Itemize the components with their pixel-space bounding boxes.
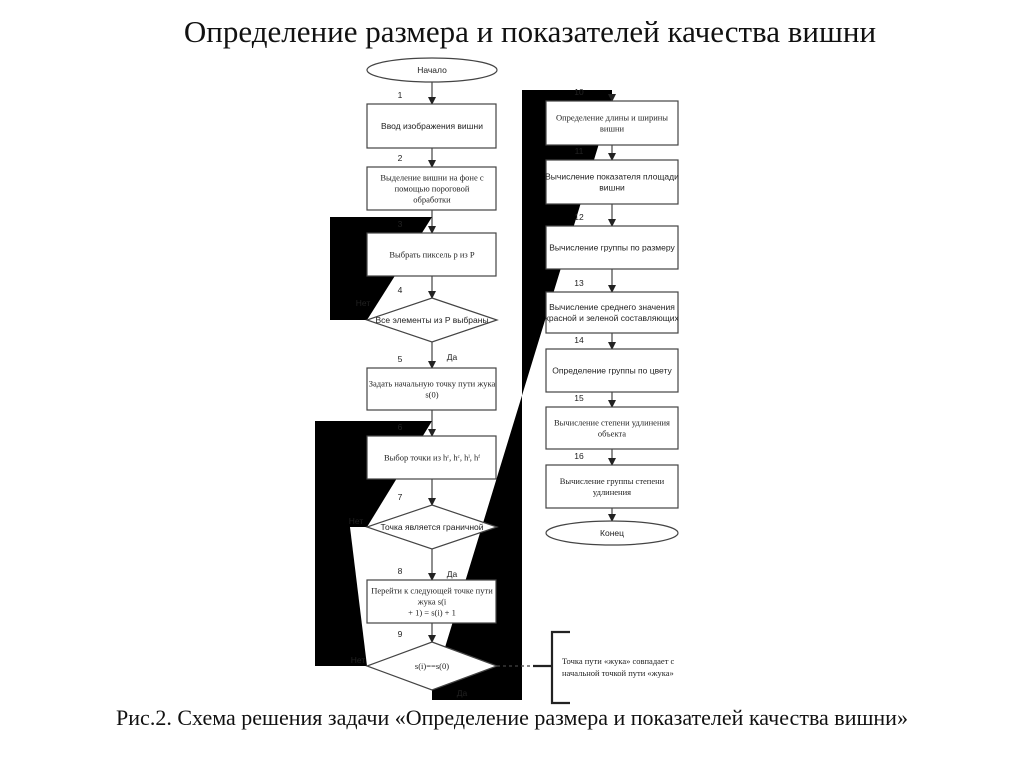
process-box-text: Вычисление среднего значения (549, 302, 675, 312)
connector-line (315, 421, 367, 666)
process-box-6 (366, 435, 497, 480)
annotation-text: Точка пути «жука» совпадает с (562, 656, 675, 666)
annotation-bracket (550, 630, 570, 705)
no-label: Нет (349, 516, 364, 526)
process-box-text: s(0) (425, 390, 438, 400)
step-number: 4 (398, 285, 403, 295)
process-box-16 (545, 464, 679, 509)
decision-diamond-7 (365, 504, 499, 550)
step-number: 1 (398, 90, 403, 100)
process-box-text: красной и зеленой составляющих (545, 313, 679, 323)
step-number: 7 (398, 492, 403, 502)
process-box-15 (545, 406, 679, 450)
process-box-text: вишни (599, 183, 625, 193)
step-number: 11 (575, 146, 584, 156)
decision-diamond-9 (365, 641, 499, 691)
process-box-text: Задать начальную точку пути жука (369, 379, 496, 389)
no-label: Нет (351, 655, 366, 665)
process-box-text: Определение группы по цвету (552, 366, 672, 376)
step-number: 3 (398, 219, 403, 229)
yes-label: Да (447, 352, 458, 362)
step-number: 13 (574, 278, 584, 288)
step-number: 5 (398, 354, 403, 364)
step-number: 12 (574, 212, 584, 222)
process-box-3 (366, 232, 497, 277)
start-label: Начало (417, 65, 447, 75)
decision-text: s(i)==s(0) (415, 661, 449, 671)
annotation-text: начальной точкой пути «жука» (562, 668, 674, 678)
yes-label: Да (447, 569, 458, 579)
process-box-text: обработки (413, 195, 451, 205)
process-box-5 (366, 367, 497, 411)
process-box-text: помощью пороговой (395, 184, 470, 194)
step-number: 10 (574, 87, 584, 97)
figure-caption: Рис.2. Схема решения задачи «Определение… (116, 705, 908, 730)
process-box-2 (366, 166, 497, 211)
decision-text: Точка является граничной (380, 522, 483, 532)
no-label: Нет (356, 298, 371, 308)
step-number: 2 (398, 153, 403, 163)
process-box-text: Вычисление группы степени (560, 476, 665, 486)
start-terminator (366, 57, 498, 83)
step-number: 6 (398, 422, 403, 432)
process-box-text: + 1) = s(i) + 1 (408, 608, 456, 618)
slide-title: Определение размера и показателей качест… (183, 14, 877, 49)
step-number: 15 (574, 393, 584, 403)
process-box-text: объекта (598, 429, 626, 439)
step-number: 9 (398, 629, 403, 639)
process-box-14 (545, 348, 679, 393)
step-number: 16 (574, 451, 584, 461)
step-number: 14 (574, 335, 584, 345)
process-box-text: Вычисление показателя площади (545, 172, 679, 182)
process-box-text: удлинения (593, 487, 631, 497)
yes-label: Да (457, 688, 468, 698)
process-box-text: Определение длины и ширины (556, 113, 668, 123)
process-box-1 (366, 103, 497, 149)
process-box-text: Вычисление степени удлинения (554, 418, 670, 428)
end-terminator (545, 520, 679, 546)
process-box-text: Перейти к следующей точке пути (371, 586, 493, 596)
process-box-text: Вычисление группы по размеру (549, 243, 675, 253)
process-box-text: Выделение вишни на фоне с (380, 173, 483, 183)
process-box-text: Ввод изображения вишни (381, 121, 483, 131)
process-box-13 (545, 291, 679, 334)
process-box-text: жука s(i (417, 597, 447, 607)
process-box-text: вишни (600, 124, 625, 134)
decision-text: Все элементы из P выбраны (375, 315, 488, 325)
process-box-10 (545, 100, 679, 146)
end-label: Конец (600, 528, 624, 538)
process-box-12 (545, 225, 679, 270)
process-box-text: Выбрать пиксель p из P (389, 250, 475, 260)
process-box-8 (366, 579, 497, 624)
step-number: 8 (398, 566, 403, 576)
process-box-11 (545, 159, 679, 205)
decision-diamond-4 (365, 297, 499, 343)
process-box-text: Выбор точки из hʳ, hᶜ, hˡ, hᶠ (384, 453, 480, 463)
